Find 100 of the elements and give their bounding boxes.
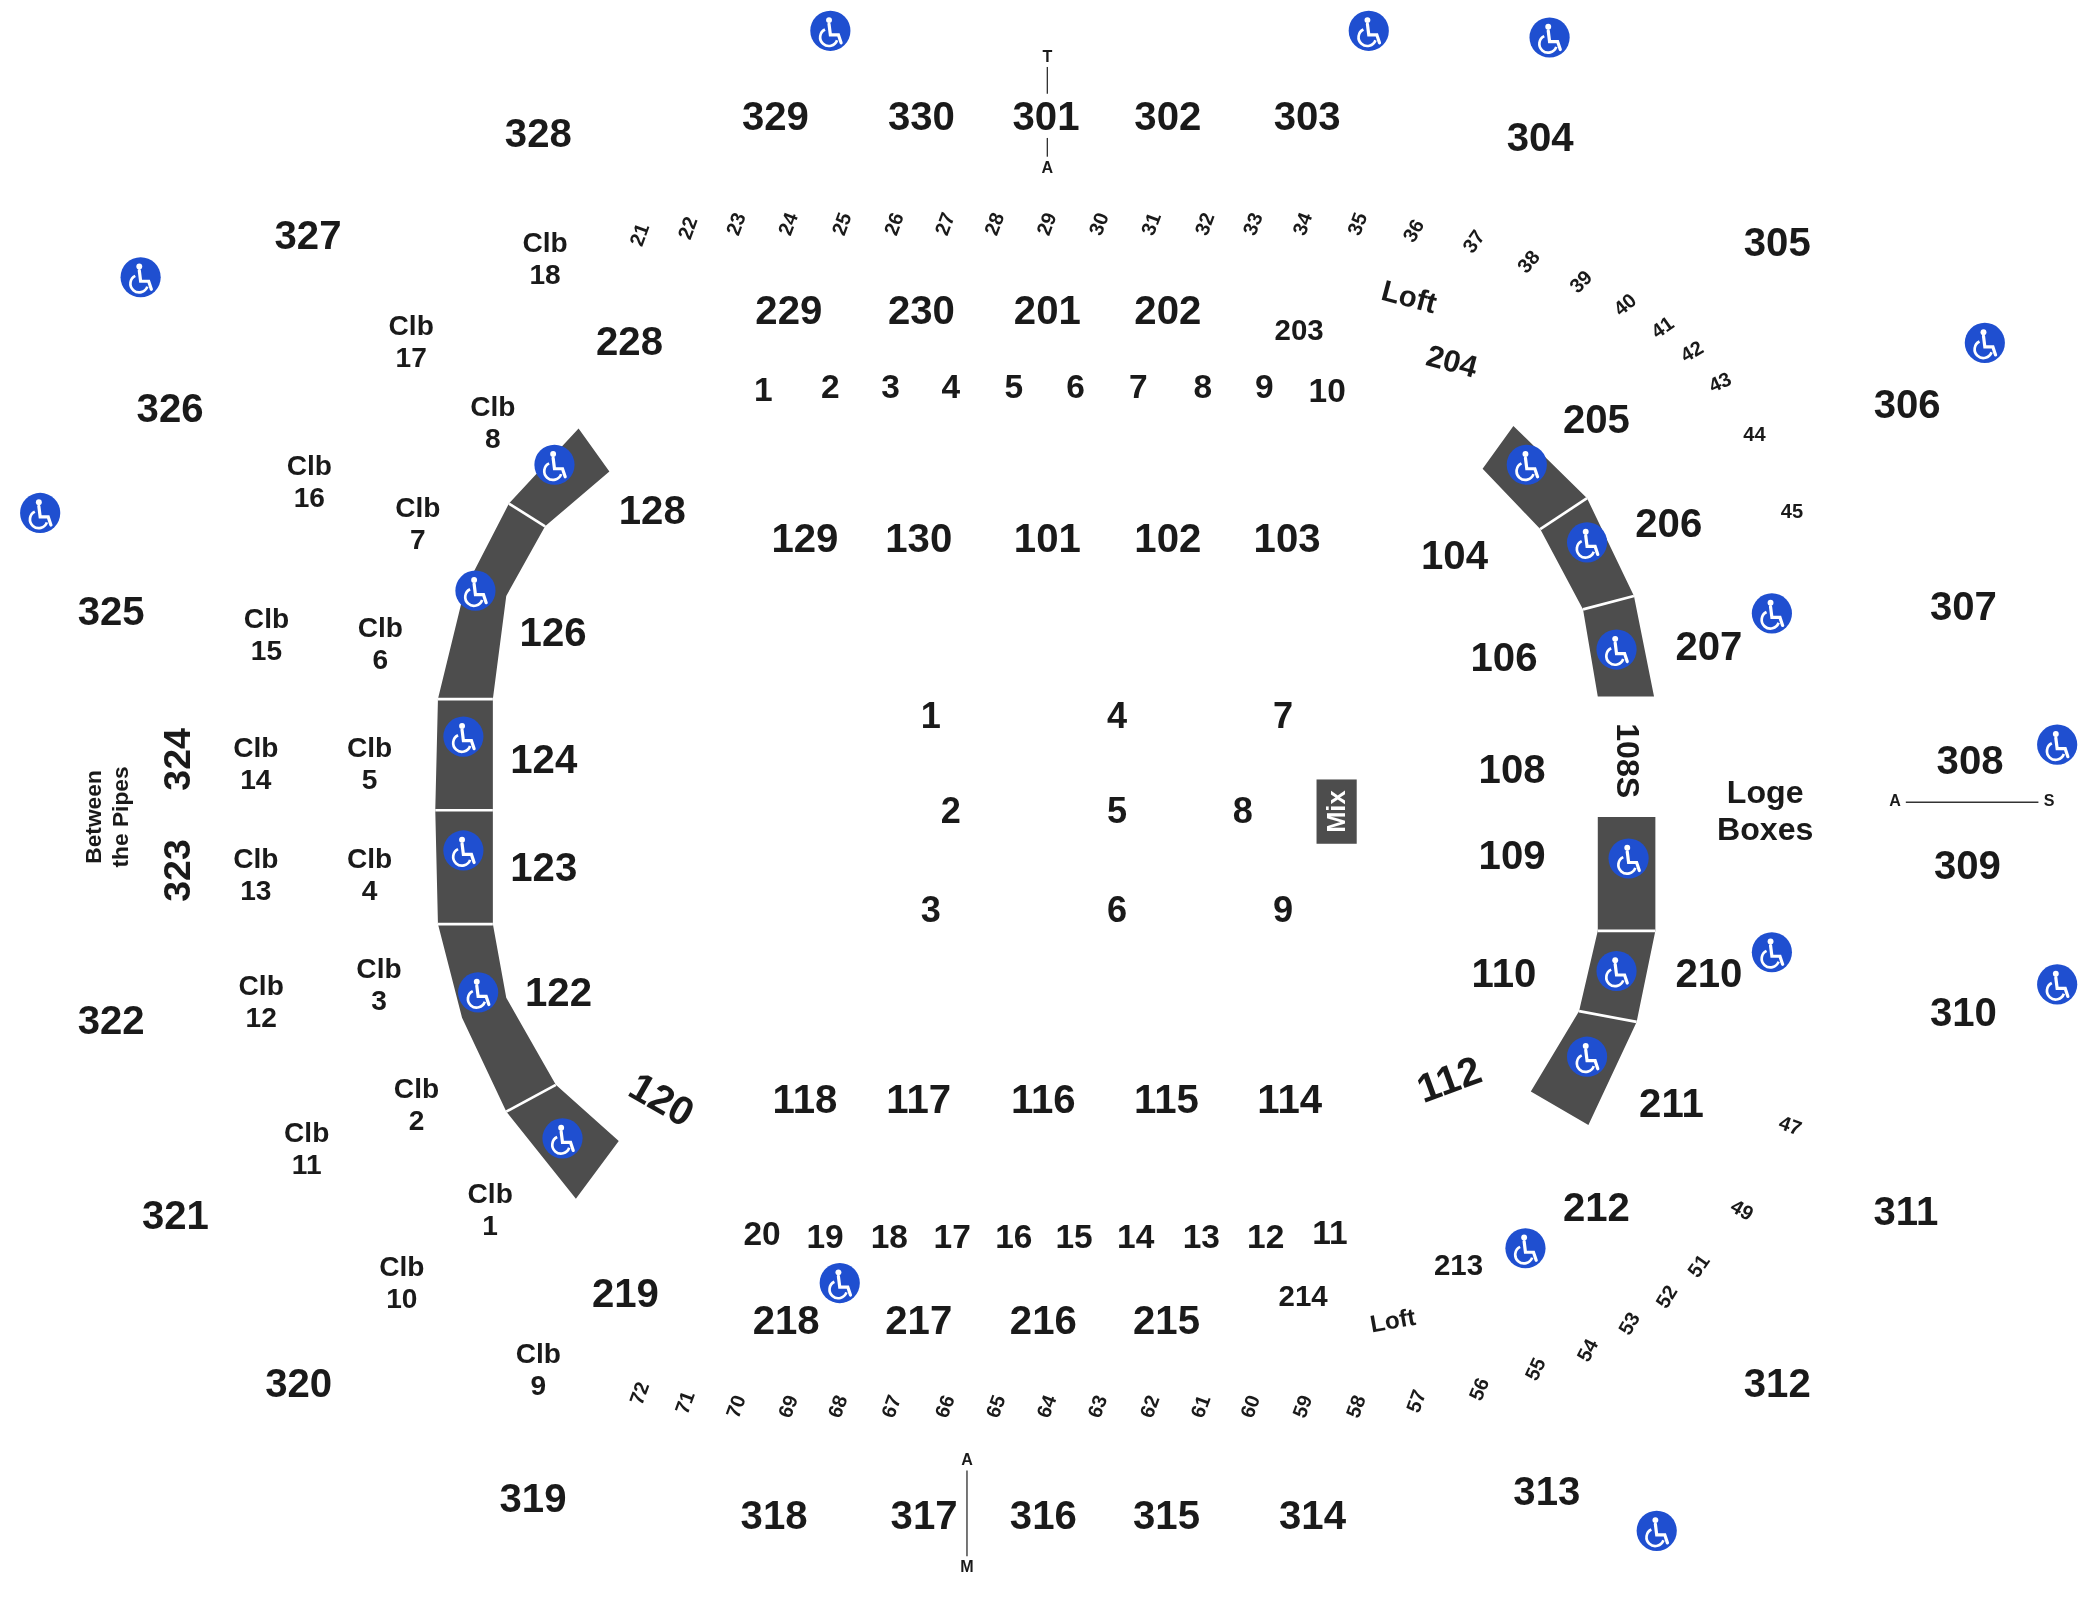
section-number: 218 [752, 1300, 820, 1341]
section-number: 103 [1253, 518, 1321, 559]
row-number: 68 [823, 1392, 851, 1421]
floor-section-number: 6 [1106, 892, 1128, 929]
row-number: 67 [877, 1392, 904, 1421]
row-number: 62 [1135, 1392, 1163, 1421]
row-number: 64 [1032, 1392, 1060, 1421]
row-number: 8 [1193, 370, 1212, 404]
section-number: 330 [887, 96, 955, 137]
section-number: 320 [265, 1363, 333, 1404]
row-number: 66 [930, 1392, 958, 1421]
section-number: 128 [618, 490, 686, 531]
row-number: 45 [1780, 500, 1804, 521]
row-number: 72 [625, 1378, 653, 1407]
row-number: 38 [1513, 246, 1543, 277]
area-label: Loft [1378, 275, 1440, 319]
club-section-label: Clb 1 [466, 1177, 514, 1242]
club-section-label: Clb 17 [387, 309, 435, 374]
aisle-letter: T [1042, 48, 1053, 65]
area-label: Loge Boxes [1715, 773, 1815, 848]
section-number: 322 [77, 1000, 145, 1041]
row-number: 63 [1083, 1392, 1111, 1421]
section-number: 314 [1279, 1496, 1347, 1537]
row-number: 12 [1247, 1219, 1285, 1253]
section-number: 106 [1470, 637, 1538, 678]
row-number: 57 [1402, 1386, 1429, 1415]
club-section-label: Clb 18 [521, 226, 569, 291]
section-number: 120 [622, 1065, 701, 1134]
row-number: 2 [821, 370, 840, 404]
section-number: 202 [1134, 290, 1202, 331]
section-number: 203 [1274, 316, 1324, 346]
club-section-label: Clb 13 [232, 842, 280, 907]
section-number: 212 [1562, 1187, 1630, 1229]
row-number: 52 [1651, 1281, 1681, 1312]
section-number: 206 [1635, 503, 1703, 544]
section-number: 104 [1420, 535, 1488, 576]
row-number: 5 [1004, 370, 1024, 404]
section-number: 229 [755, 290, 823, 331]
section-number: 118 [772, 1079, 838, 1120]
section-number: 204 [1423, 340, 1481, 384]
section-number: 129 [771, 518, 839, 559]
section-number: 303 [1273, 96, 1341, 137]
section-number: 213 [1433, 1250, 1484, 1281]
club-section-label: Clb 3 [355, 952, 403, 1017]
aisle-letter: S [2043, 792, 2055, 809]
row-number: 44 [1743, 423, 1766, 444]
row-number: 71 [671, 1388, 698, 1417]
row-number: 23 [722, 209, 749, 238]
section-number: 316 [1009, 1496, 1077, 1537]
section-number: 307 [1929, 586, 1997, 627]
aisle-letter: A [961, 1451, 973, 1468]
row-number: 59 [1288, 1392, 1316, 1421]
section-number: 124 [510, 739, 578, 780]
section-number: 318 [740, 1496, 808, 1537]
row-number: 1 [754, 373, 773, 407]
section-number: 123 [510, 847, 578, 888]
section-number: 207 [1675, 626, 1743, 667]
section-number: 321 [141, 1196, 209, 1237]
section-number: 114 [1257, 1079, 1323, 1120]
area-label: Loft [1368, 1304, 1418, 1337]
section-number: 312 [1743, 1363, 1811, 1404]
section-number: 216 [1009, 1300, 1077, 1341]
row-number: 7 [1129, 370, 1148, 404]
floor-section-number: 8 [1232, 793, 1253, 830]
section-number: 310 [1929, 992, 1997, 1033]
row-number: 65 [981, 1392, 1009, 1421]
floor-section-number: 3 [920, 892, 941, 929]
section-number: 315 [1133, 1496, 1201, 1537]
club-section-label: Clb 10 [378, 1250, 426, 1316]
row-number: 15 [1055, 1219, 1093, 1253]
section-number: 201 [1013, 290, 1081, 331]
row-number: 47 [1776, 1111, 1805, 1139]
section-number: 115 [1134, 1079, 1199, 1120]
row-number: 9 [1255, 370, 1274, 404]
club-section-label: Clb 11 [283, 1116, 331, 1182]
floor-section-number: 9 [1273, 892, 1294, 929]
section-number: 210 [1675, 953, 1743, 994]
row-number: 69 [774, 1392, 801, 1421]
section-number: 323 [159, 839, 197, 902]
row-number: 31 [1137, 209, 1164, 238]
section-number: 328 [504, 113, 572, 154]
section-number: 230 [887, 290, 955, 331]
floor-section-number: 4 [1106, 698, 1128, 735]
section-number: 301 [1012, 96, 1080, 137]
section-number: 302 [1134, 96, 1202, 137]
club-section-label: Clb 2 [392, 1072, 441, 1138]
row-number: 36 [1398, 215, 1428, 246]
row-number: 14 [1117, 1219, 1155, 1253]
row-number: 20 [743, 1216, 781, 1251]
row-number: 25 [827, 209, 855, 238]
section-number: 215 [1133, 1300, 1201, 1341]
section-number: 319 [499, 1478, 567, 1519]
section-number: 217 [885, 1300, 953, 1341]
row-number: 16 [995, 1219, 1033, 1253]
club-section-label: Clb 8 [469, 390, 517, 456]
section-number: 228 [595, 321, 663, 362]
row-number: 28 [980, 209, 1007, 238]
club-section-label: Clb 9 [514, 1337, 563, 1403]
section-number: 211 [1639, 1083, 1704, 1124]
club-section-label: Clb 16 [285, 449, 333, 515]
